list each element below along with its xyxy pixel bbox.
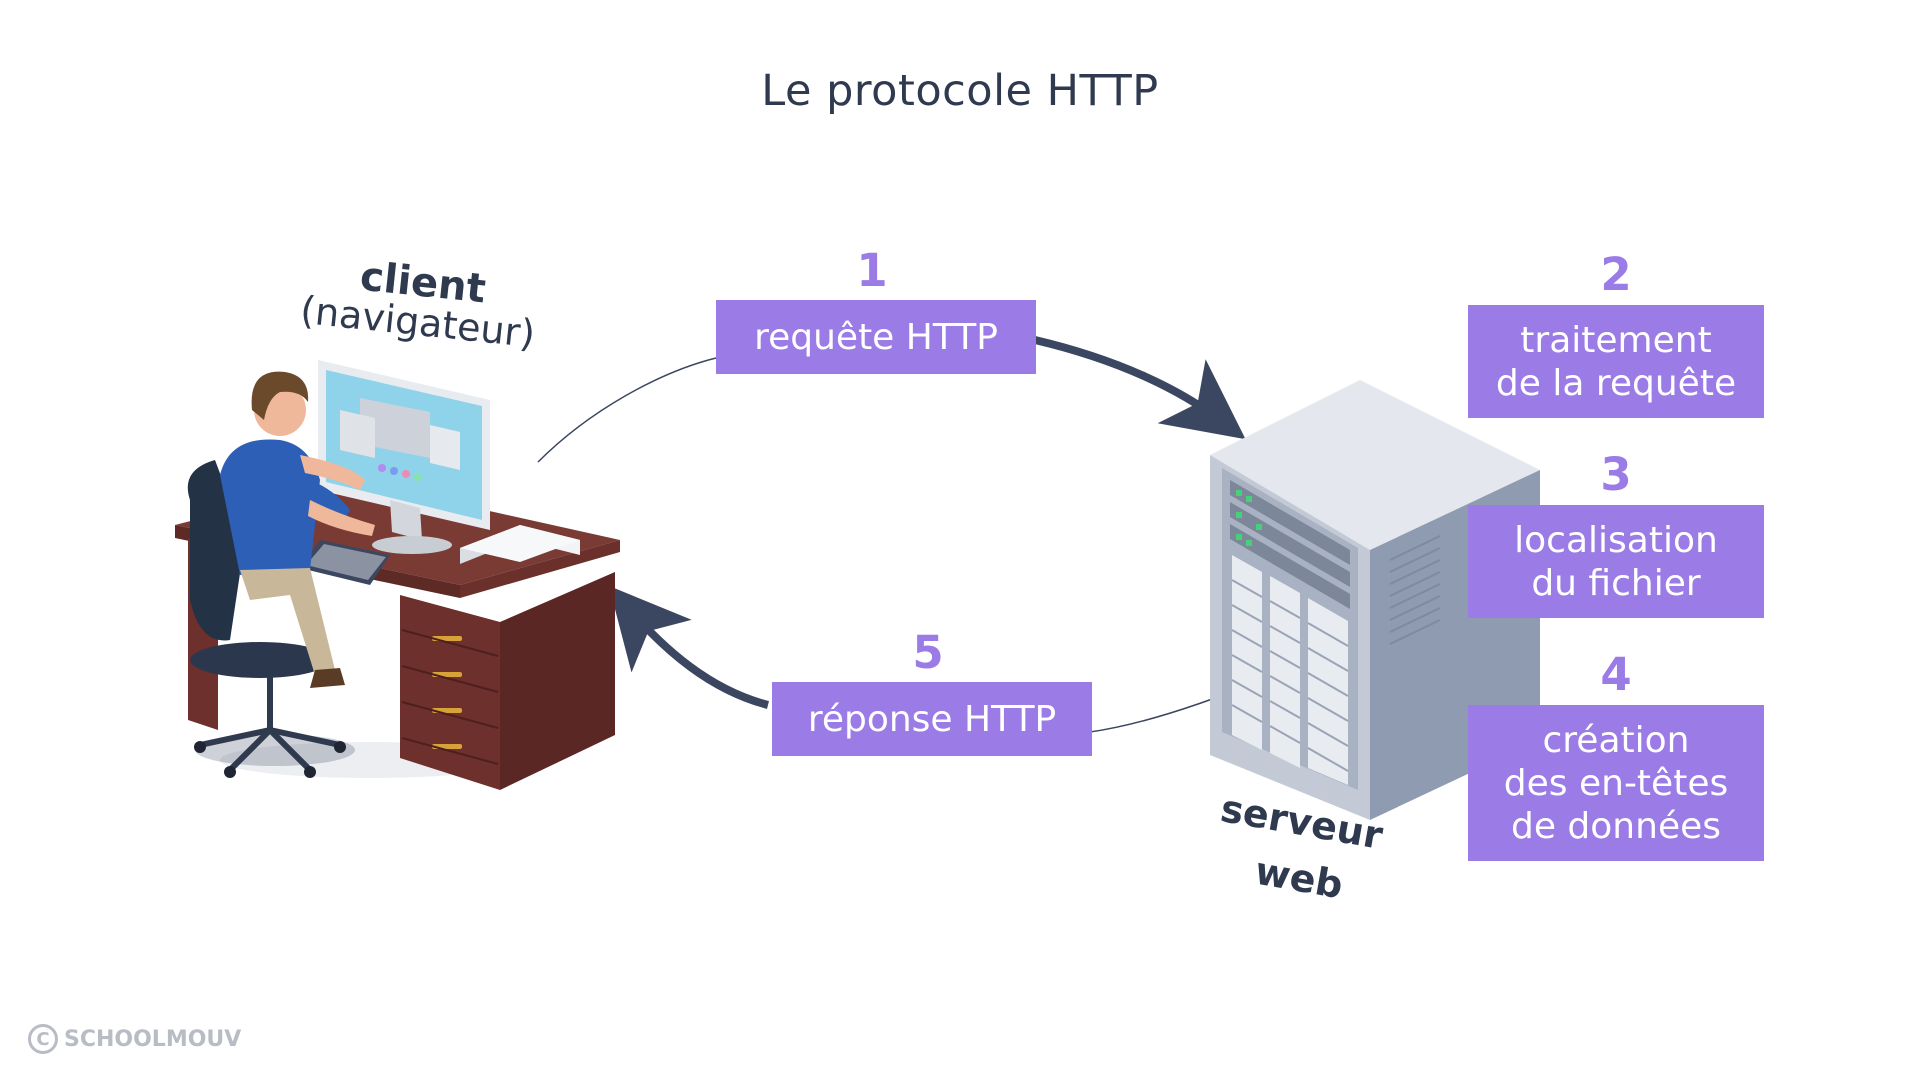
copyright-icon: C [28,1024,58,1054]
step-3-box: localisation du fichier [1468,505,1764,618]
request-thin-line [537,357,717,463]
step-5-box: réponse HTTP [772,682,1092,756]
step-2-line-1: traitement [1520,319,1712,361]
step-1-box: requête HTTP [716,300,1036,374]
response-arrow [608,585,770,709]
step-2-number: 2 [1600,248,1632,301]
step-4-box: création des en-têtes de données [1468,705,1764,861]
step-2-box: traitement de la requête [1468,305,1764,418]
page-title: Le protocole HTTP [761,66,1159,116]
request-arrow [1034,336,1246,440]
step-4-number: 4 [1600,648,1632,701]
step-3-line-2: du fichier [1531,562,1701,604]
step-5-line-1: réponse HTTP [807,698,1057,740]
step-3-line-1: localisation [1514,519,1718,561]
step-4-line-3: de données [1510,805,1721,847]
brand-name: SCHOOLMOUV [64,1026,242,1052]
brand-watermark: C SCHOOLMOUV [28,1024,241,1054]
step-4-line-2: des en-têtes [1503,762,1729,804]
step-5-number: 5 [912,626,944,679]
computer-desk-user-illustration [175,360,620,790]
step-1-line-1: requête HTTP [754,316,998,358]
step-4-line-1: création [1542,719,1690,761]
step-2-line-2: de la requête [1495,362,1737,404]
step-1-number: 1 [856,244,888,297]
step-3-number: 3 [1600,448,1632,501]
